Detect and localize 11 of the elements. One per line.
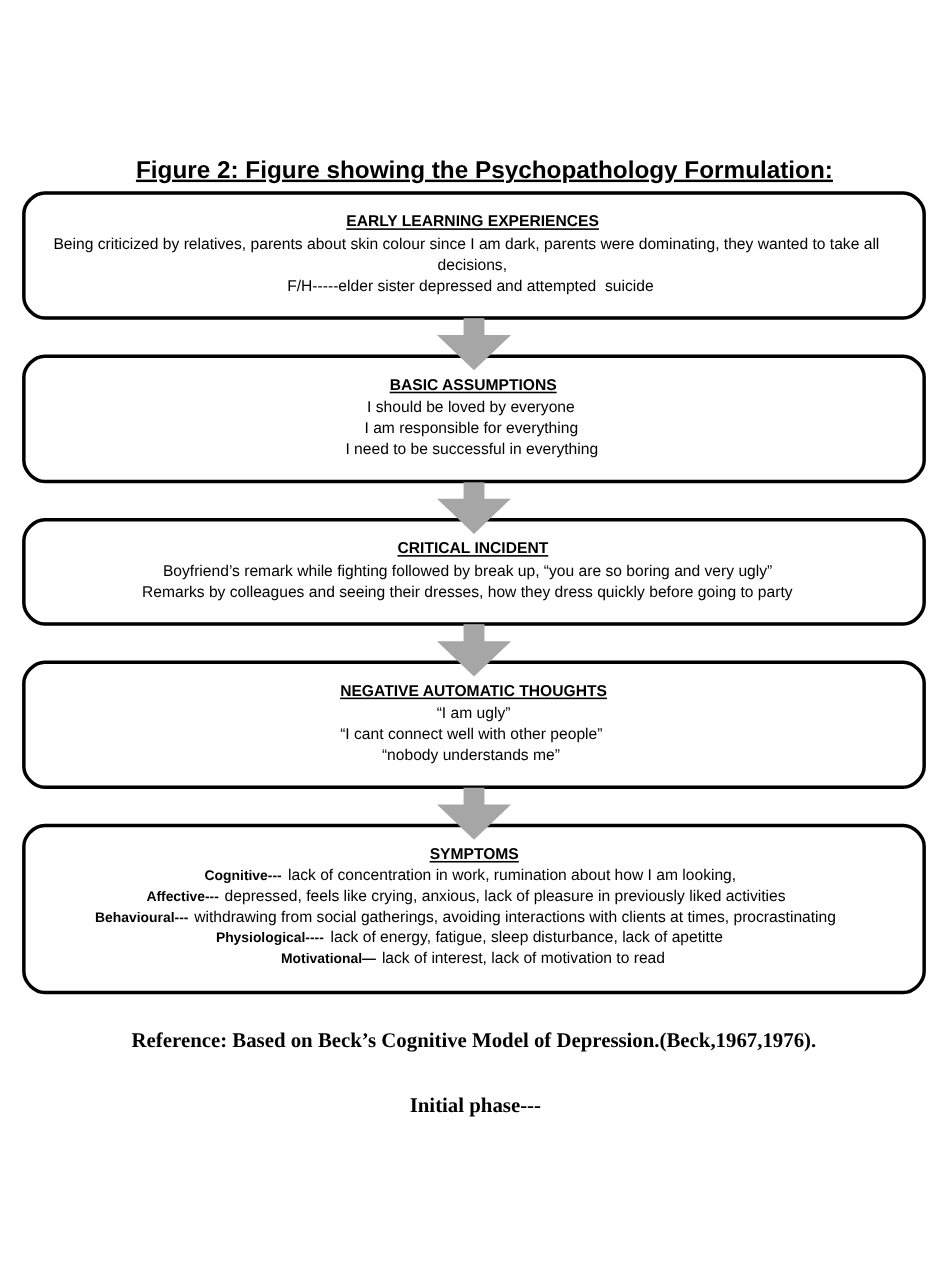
caption: Reference: Based on Beck’s Cognitive Model of Depression.(Beck,1967,1976).: [131, 1030, 817, 1053]
node-box: NEGATIVE AUTOMATIC THOUGHTS “I am ugly” “I cant connect well with other people” “nobody understands me”: [22, 659, 926, 789]
node-box: BASIC ASSUMPTIONS I should be loved by everyone I am responsible for everything I need to be successful in everything: [22, 353, 926, 483]
node-box: CRITICAL INCIDENT Boyfriend’s remark while fighting followed by break up, “you are so boring and very ugly” Remarks by colleagues and seeing their dresses, how they dress quickly before going to party: [22, 516, 926, 625]
diagram-title: Figure 2: Figure showing the Psychopathology Formulation:: [135, 154, 833, 183]
arrow: [436, 317, 512, 370]
arrow: [436, 786, 512, 839]
label: Initial phase---: [409, 1094, 541, 1117]
node-box: EARLY LEARNING EXPERIENCES Being criticized by relatives, parents about skin colour since I am dark, parents were dominating, they wanted to take all decisions, F/H-----elder sister depressed and attempted suicide: [22, 190, 926, 319]
arrow: [436, 623, 512, 676]
arrow: [436, 481, 512, 533]
